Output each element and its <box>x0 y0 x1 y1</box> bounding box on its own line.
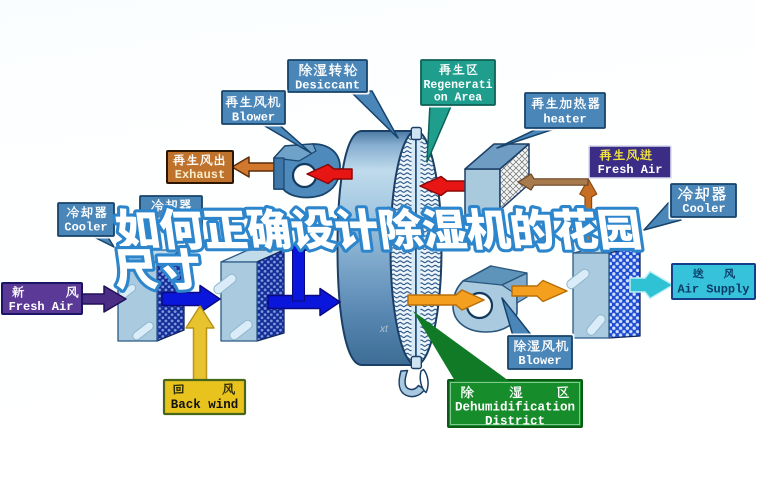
svg-text:heater: heater <box>543 113 586 127</box>
svg-text:Cooler: Cooler <box>682 202 725 216</box>
svg-text:Back wind: Back wind <box>171 398 239 412</box>
svg-text:Desiccant: Desiccant <box>295 79 360 93</box>
svg-text:Blower: Blower <box>232 111 275 125</box>
svg-text:on Area: on Area <box>434 92 482 105</box>
svg-text:xt: xt <box>379 324 389 335</box>
svg-text:Blower: Blower <box>518 354 561 368</box>
svg-text:Cooler: Cooler <box>64 221 107 235</box>
svg-text:Fresh Air: Fresh Air <box>9 300 74 314</box>
svg-text:Exhaust: Exhaust <box>175 168 225 182</box>
svg-text:Dehumidification: Dehumidification <box>455 401 575 415</box>
svg-text:Fresh Air: Fresh Air <box>598 163 663 177</box>
svg-text:District: District <box>485 415 545 429</box>
svg-text:Regenerati: Regenerati <box>423 79 492 92</box>
svg-text:Air Supply: Air Supply <box>677 283 749 297</box>
